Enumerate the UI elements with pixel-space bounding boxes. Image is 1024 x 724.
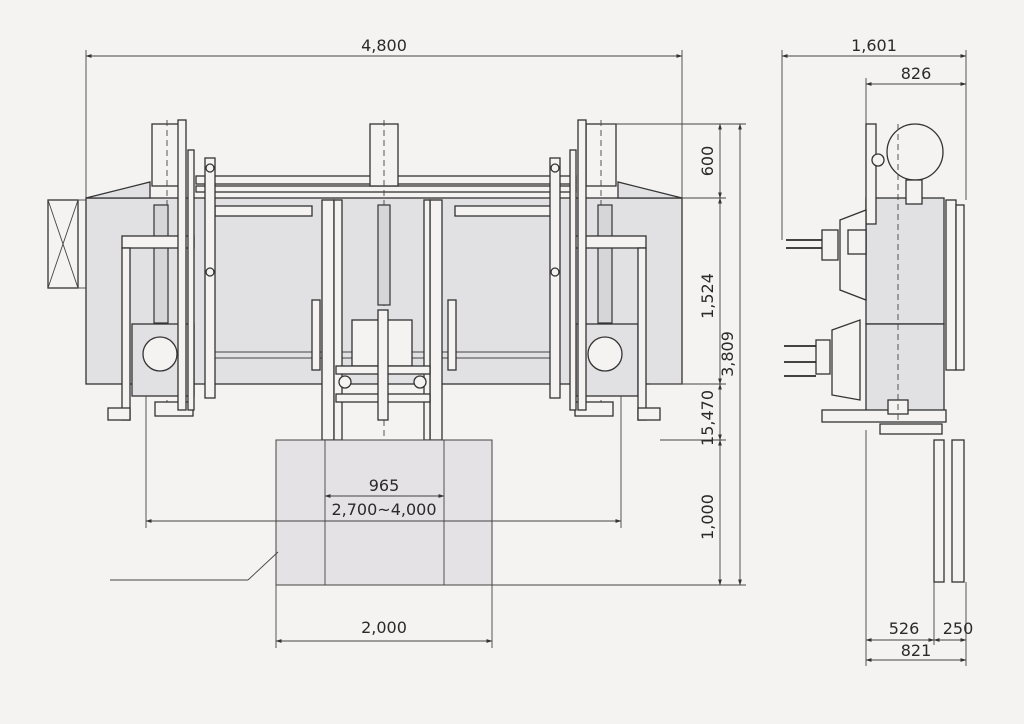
front-view	[47, 119, 683, 586]
left-slope	[85, 181, 151, 199]
left-wheel	[142, 336, 178, 372]
dim-load-height: 1,000	[698, 494, 717, 540]
dim-load-width: 2,000	[361, 618, 407, 637]
left-column	[153, 204, 169, 324]
side-fork-a	[933, 439, 945, 583]
left-leg	[121, 247, 131, 421]
center-right-post	[429, 199, 443, 441]
right-leg	[637, 247, 647, 421]
dim-side-inner: 826	[901, 64, 932, 83]
center-left-post	[321, 199, 335, 441]
side-arm	[839, 209, 867, 301]
dim-total-height: 3,809	[718, 331, 737, 377]
dim-side-bottom-a: 526	[889, 619, 920, 638]
center-column	[377, 204, 391, 306]
dim-side-width: 1,601	[851, 36, 897, 55]
dim-overall-width: 4,800	[361, 36, 407, 55]
dim-lift-height: 15,470	[698, 390, 717, 446]
dim-span-range: 2,700~4,000	[331, 500, 436, 519]
dim-side-bottom-total: 821	[901, 641, 932, 660]
side-fork-b	[951, 439, 965, 583]
top-crossbar-2	[195, 185, 577, 193]
side-drum	[886, 123, 944, 181]
dim-inner-gap: 965	[369, 476, 400, 495]
rail-left	[214, 205, 313, 217]
dim-mid-height: 1,524	[698, 273, 717, 319]
right-slope	[617, 181, 683, 199]
dimension-lines	[85, 50, 967, 666]
load-block	[275, 439, 493, 586]
side-view	[784, 123, 965, 583]
rail-right	[454, 205, 553, 217]
right-column	[597, 204, 613, 324]
right-wheel	[587, 336, 623, 372]
dim-side-bottom-b: 250	[943, 619, 974, 638]
side-upper-body	[865, 197, 945, 325]
dim-top-height: 600	[698, 146, 717, 177]
